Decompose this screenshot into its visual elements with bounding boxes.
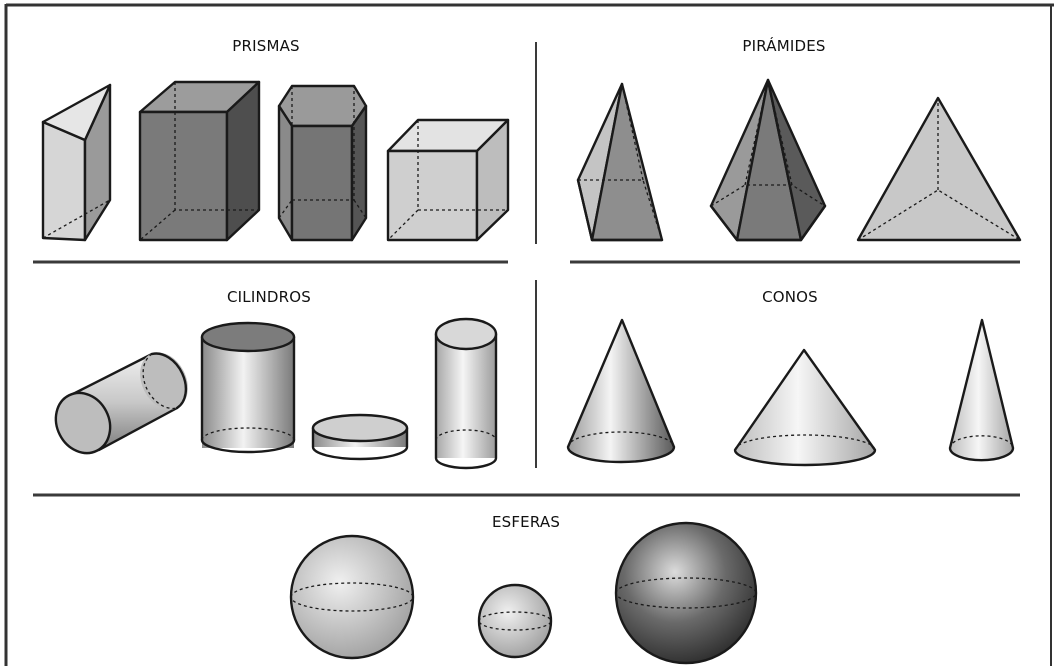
cube bbox=[388, 120, 508, 240]
square-pyramid bbox=[578, 84, 662, 240]
square-prism bbox=[140, 82, 259, 240]
tall-cylinder bbox=[436, 319, 496, 468]
hexagonal-prism bbox=[279, 86, 366, 240]
sphere-small bbox=[479, 585, 551, 657]
upright-cylinder bbox=[202, 323, 294, 452]
triangular-prism bbox=[43, 85, 110, 240]
triangular-pyramid bbox=[858, 98, 1020, 240]
cone-narrow bbox=[950, 320, 1013, 460]
sphere-large bbox=[291, 536, 413, 658]
lying-cylinder bbox=[46, 344, 197, 462]
pentagonal-pyramid bbox=[711, 80, 825, 240]
cone-dark bbox=[568, 320, 674, 462]
cone-wide bbox=[735, 350, 875, 465]
sphere-dark bbox=[616, 523, 756, 663]
disk-cylinder bbox=[313, 415, 407, 459]
